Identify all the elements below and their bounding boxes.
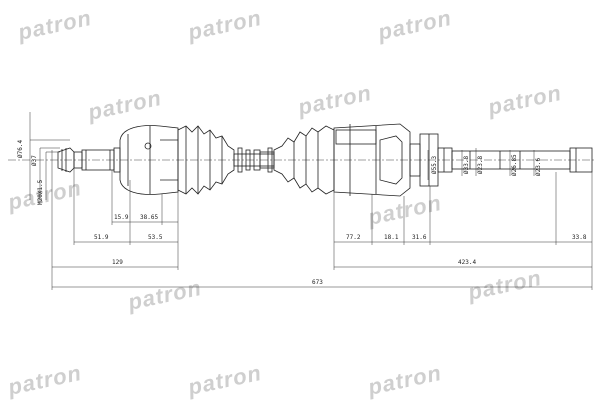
dim-673: 673: [312, 279, 323, 286]
dim-77-2: 77.2: [346, 234, 361, 241]
outer-boot: [177, 125, 235, 195]
diameter-lines: [427, 148, 535, 180]
dim-129: 129: [112, 259, 123, 266]
watermark-text: patron: [185, 5, 264, 45]
dim-15-9: 15.9: [114, 214, 129, 221]
dim-thread: M20X1.5: [37, 179, 44, 205]
watermark-text: patron: [85, 85, 164, 125]
watermark-text: patron: [465, 265, 544, 305]
dim-stub-diameter: Ø37: [31, 155, 38, 166]
watermark-text: patron: [365, 360, 444, 400]
dim-diameter-33-8: Ø33.8: [463, 156, 470, 174]
watermark-text: patron: [485, 80, 564, 120]
watermark-text: patron: [375, 5, 454, 45]
watermark-text: patron: [15, 5, 94, 45]
dim-31-6: 31.6: [412, 234, 427, 241]
spline-end: [569, 147, 593, 173]
dim-423-4: 423.4: [458, 259, 476, 266]
dim-18-1: 18.1: [384, 234, 399, 241]
dim-diameter-26-85: Ø26.85: [511, 154, 518, 176]
extension-lines: [30, 139, 593, 290]
right-shaft: [451, 147, 593, 173]
watermark-text: patron: [365, 190, 444, 230]
dim-33-8: 33.8: [572, 234, 587, 241]
watermark-layer: patron patron patron patron patron patro…: [5, 5, 564, 400]
dim-diameter-55-3: Ø55.3: [431, 156, 438, 174]
dim-outer-joint-diameter: Ø76.4: [17, 140, 24, 158]
outer-cv-joint: [119, 125, 179, 195]
outer-stub: [57, 147, 121, 173]
watermark-text: patron: [295, 80, 374, 120]
dim-38-65: 38.65: [140, 214, 158, 221]
watermark-text: patron: [125, 275, 204, 315]
dim-diameter-23-6: Ø23.6: [535, 158, 542, 176]
dim-53-5: 53.5: [148, 234, 163, 241]
dim-51-9: 51.9: [94, 234, 109, 241]
watermark-text: patron: [185, 360, 264, 400]
dimension-labels: Ø76.4 Ø37 M20X1.5 15.9 38.65 51.9 53.5 1…: [17, 140, 587, 286]
inner-tripod-housing: [333, 123, 453, 197]
watermark-text: patron: [5, 175, 84, 215]
dimension-lines: [29, 112, 592, 288]
dim-diameter-23-8: Ø23.8: [477, 156, 484, 174]
watermark-text: patron: [5, 360, 84, 400]
